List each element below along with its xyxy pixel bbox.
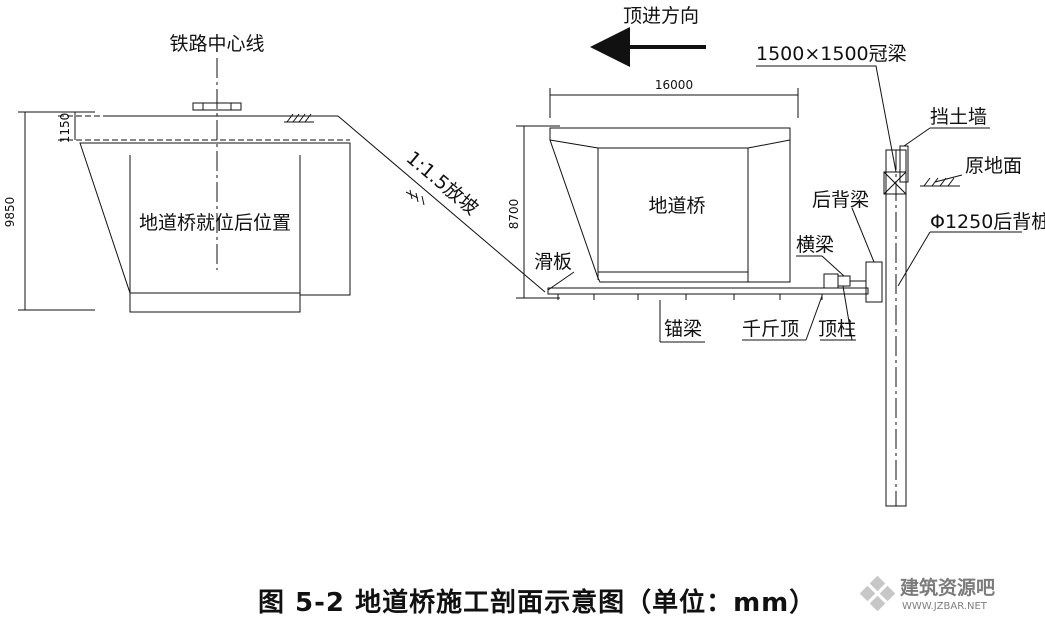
top-column-leader	[842, 285, 853, 341]
ground-hatch-left	[284, 113, 314, 123]
jack-label: 千斤顶	[742, 318, 799, 340]
anchor-beams	[557, 294, 823, 300]
back-beam-label: 后背梁	[812, 189, 869, 211]
slope-label: 1:1.5放坡	[402, 147, 483, 220]
rail-symbol	[192, 102, 242, 111]
slope-group	[337, 115, 546, 293]
original-ground-label: 原地面	[965, 155, 1022, 177]
back-pile	[885, 149, 907, 507]
original-ground-leader	[934, 174, 963, 183]
back-beam	[865, 261, 883, 303]
slide-plate-leader	[547, 271, 575, 291]
railway-center-label: 铁路中心线	[169, 33, 264, 55]
crown-beam-label: 1500×1500冠梁	[756, 43, 907, 65]
bridge-label: 地道桥	[648, 195, 705, 217]
top-column-label: 顶柱	[818, 318, 856, 340]
dim-16000-label: 16000	[655, 78, 693, 92]
dim-9850-label: 9850	[3, 197, 17, 228]
construction-group	[516, 27, 1022, 507]
watermark: 建筑资源吧 WWW.JZBAR.NET	[859, 575, 995, 612]
push-direction-label: 顶进方向	[623, 5, 699, 27]
back-pile-label: Φ1250后背桩	[930, 211, 1045, 233]
slope-hatch	[405, 189, 425, 206]
dim-1150-label: 1150	[58, 113, 72, 144]
retaining-wall-label: 挡土墙	[930, 106, 987, 128]
back-beam-leader	[851, 207, 875, 263]
jack-leader	[805, 295, 823, 341]
watermark-url: WWW.JZBAR.NET	[902, 601, 988, 612]
retaining-wall-leader	[903, 127, 931, 147]
cross-beam-label: 横梁	[796, 234, 834, 256]
top-column-block	[837, 275, 851, 287]
slide-plate-label: 滑板	[534, 251, 572, 273]
dim-8700-label: 8700	[507, 199, 521, 230]
figure-caption: 图 5-2 地道桥施工剖面示意图（单位：mm）	[258, 587, 816, 618]
anchor-beam-label: 锚梁	[664, 318, 702, 340]
watermark-logo-icon	[859, 575, 896, 612]
back-pile-leader	[897, 231, 931, 287]
final-position-group	[18, 58, 351, 313]
jack-block	[823, 273, 839, 289]
slope-line	[337, 115, 546, 293]
final-position-label: 地道桥就位后位置	[139, 212, 291, 234]
slide-plate	[547, 287, 869, 295]
crown-beam-leader	[756, 65, 897, 173]
watermark-name: 建筑资源吧	[900, 576, 995, 599]
crown-beam	[883, 171, 907, 195]
cross-beam-leader	[821, 255, 845, 277]
original-ground-hatch	[920, 177, 960, 187]
